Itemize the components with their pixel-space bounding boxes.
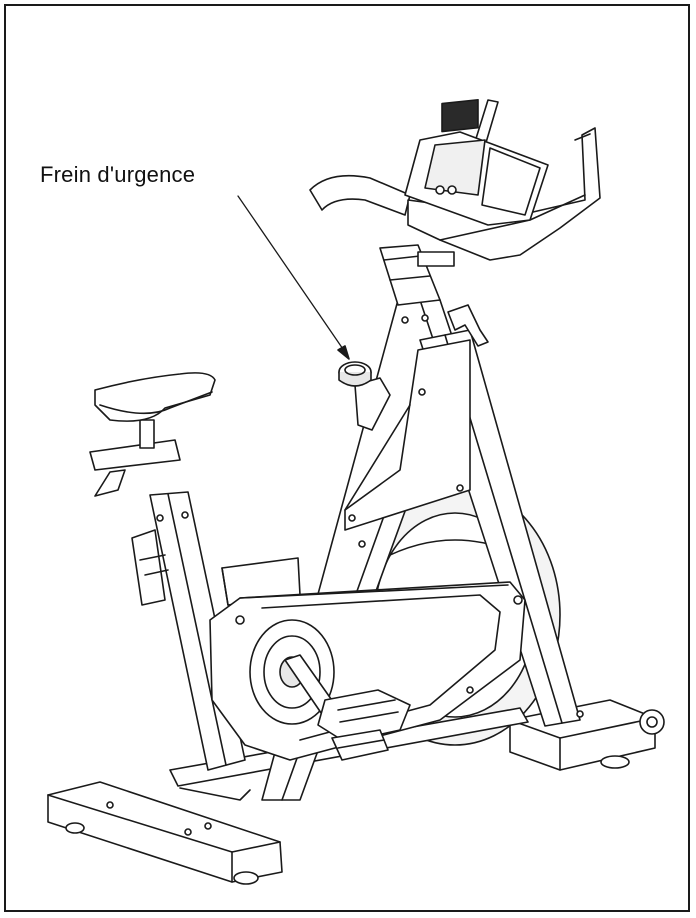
front-stabilizer: [47, 781, 283, 885]
rear-stabilizer: [509, 699, 665, 771]
emergency-brake-label: Frein d'urgence: [40, 162, 196, 187]
seat-adjust-lever: [131, 529, 169, 606]
handlebar-post: [379, 244, 455, 306]
saddle: [94, 372, 216, 422]
pedal-right: [317, 689, 411, 743]
handlebar-adjust-knob: [447, 304, 489, 347]
frame-bolts: [358, 314, 584, 718]
pedal-left: [331, 729, 389, 761]
resistance-housing: [344, 339, 471, 531]
seat-rail: [89, 419, 181, 497]
emergency-brake-knob: [338, 361, 391, 431]
console: [404, 98, 549, 226]
callout-leader-arrow: [237, 195, 350, 360]
